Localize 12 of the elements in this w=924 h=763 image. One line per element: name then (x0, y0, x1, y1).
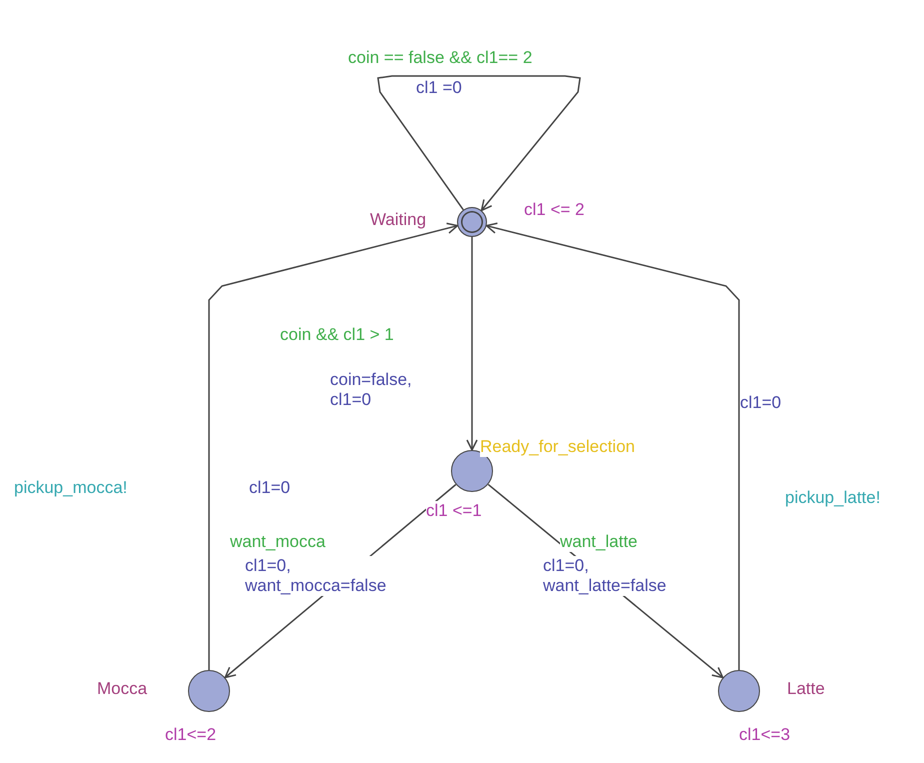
transition-arrow (466, 237, 478, 451)
transition-arrow (208, 222, 458, 670)
self-loop-arrow (377, 75, 581, 212)
state-circle (188, 670, 230, 712)
guard-label: want_latte (560, 532, 638, 552)
state-circle (718, 670, 760, 712)
transition-arrow (486, 222, 740, 670)
state-name: Ready_for_selection (480, 437, 635, 457)
state-name: Waiting (370, 210, 426, 230)
initial-state-circle (457, 207, 487, 237)
sync-label: pickup_mocca! (14, 478, 128, 498)
sync-label: pickup_latte! (785, 488, 880, 508)
